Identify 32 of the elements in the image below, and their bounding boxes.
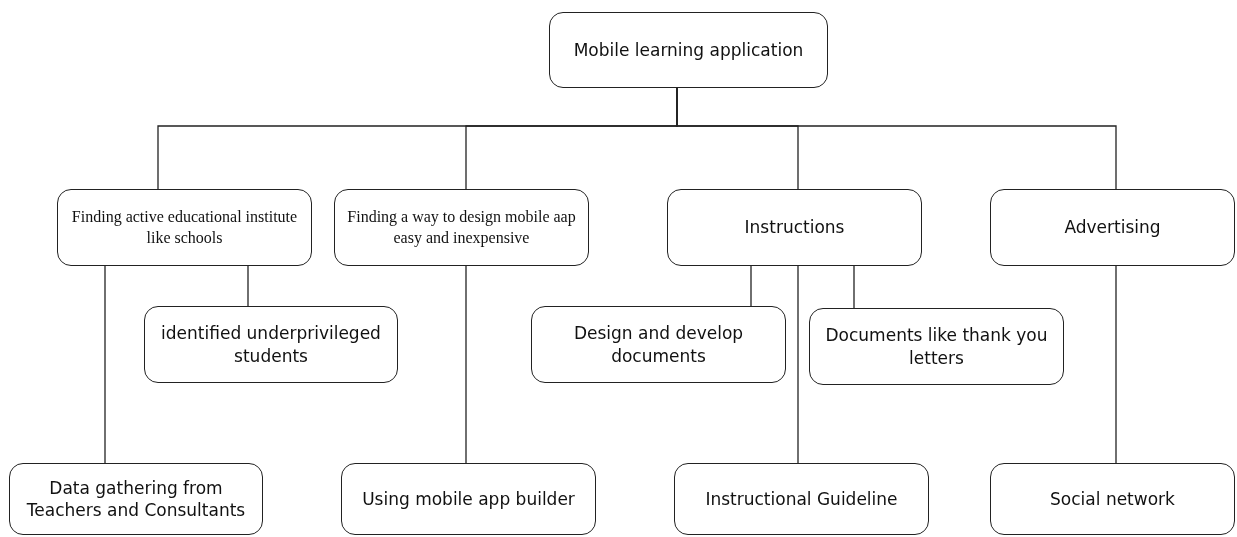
box-label: identified underprivileged students — [160, 322, 382, 367]
rounded-box — [990, 463, 1235, 535]
rounded-box — [990, 189, 1235, 266]
connector-line — [676, 87, 1117, 190]
rounded-box — [809, 308, 1064, 385]
connector-line — [1115, 265, 1117, 464]
box-label: Social network — [1050, 487, 1175, 511]
rounded-box — [9, 463, 263, 535]
rounded-box — [667, 189, 922, 266]
rounded-box — [531, 306, 786, 383]
box-label: Using mobile app builder — [362, 487, 575, 511]
connector-line — [853, 265, 855, 309]
rounded-box — [341, 463, 596, 535]
connector-line — [247, 265, 249, 307]
connector-line — [104, 265, 106, 464]
connector-line — [750, 265, 752, 307]
box-label: Finding a way to design mobile aap easy and inexpensive — [346, 206, 577, 249]
box-label: Advertising — [1064, 216, 1161, 239]
rounded-box — [57, 189, 312, 266]
box-label: Finding active educational institute like schools — [70, 206, 299, 248]
rounded-box — [549, 12, 828, 88]
rounded-box — [334, 189, 589, 266]
box-label: Data gathering from Teachers and Consultants — [25, 476, 247, 522]
box-label: Design and develop documents — [572, 322, 745, 367]
connector-line — [797, 265, 799, 464]
box-label: Documents like thank you letters — [824, 324, 1049, 369]
rounded-box — [674, 463, 929, 535]
rounded-box — [144, 306, 398, 383]
box-label: Mobile learning application — [573, 38, 804, 62]
box-label: Instructional Guideline — [705, 487, 898, 511]
box-label: Instructions — [744, 216, 845, 239]
connector-line — [465, 265, 467, 464]
